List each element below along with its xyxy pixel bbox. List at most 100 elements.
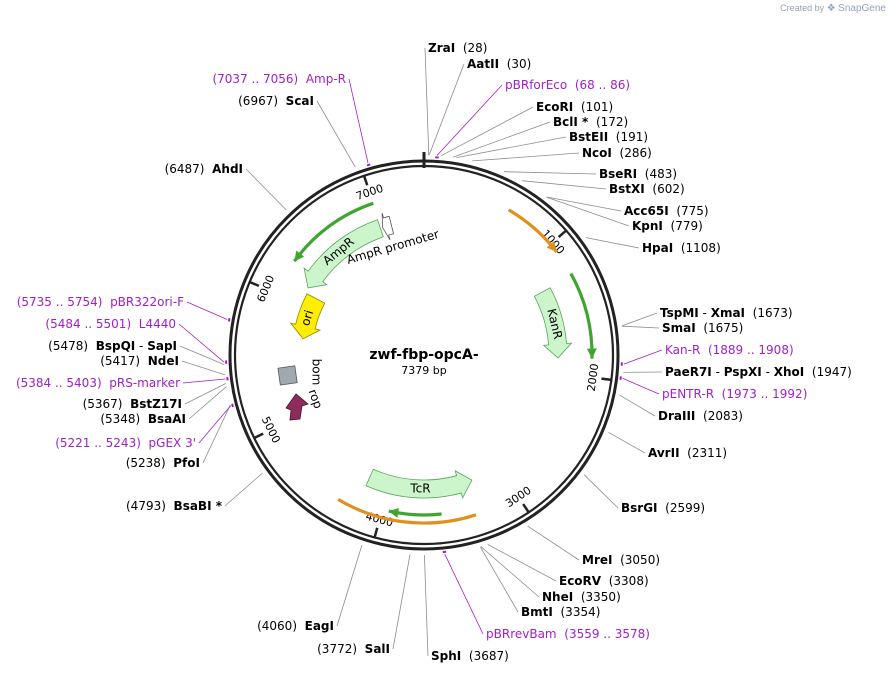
site-name: PfoI: [173, 456, 200, 470]
site-leader-line: [224, 472, 263, 507]
site-name: SphI: [431, 649, 461, 663]
site-labels: ZraI (28)AatII (30)pBRforEco (68 .. 86)E…: [16, 41, 852, 663]
site-leader-line: [619, 394, 656, 417]
enzyme-site-bsabi: (4793) BsaBI *: [126, 472, 263, 513]
site-label: (5348) BsaAI: [100, 412, 186, 426]
site-label: Kan-R (1889 .. 1908): [665, 343, 794, 357]
site-label: (5384 .. 5403) pRS-marker: [16, 376, 180, 390]
site-leader-line: [623, 349, 663, 365]
site-label: BmtI (3354): [521, 605, 600, 619]
site-label: (5417) NdeI: [100, 354, 179, 368]
site-leader-line: [456, 136, 567, 158]
enzyme-site-bsaai: (5348) BsaAI: [100, 386, 227, 426]
primer-site-kan-r: Kan-R (1889 .. 1908): [620, 343, 794, 366]
site-label: SmaI (1675): [662, 321, 743, 335]
tick-label: 7000: [354, 182, 385, 203]
tick-mark: [362, 174, 369, 186]
site-name: BseRI: [599, 167, 637, 181]
site-label: EcoRV (3308): [559, 574, 649, 588]
feature-bom-label: bom: [310, 359, 324, 386]
site-position: (3559 .. 3578): [564, 627, 650, 641]
site-leader-line: [487, 544, 557, 582]
primer-site-pbrrevbam: pBRrevBam (3559 .. 3578): [442, 550, 650, 641]
enzyme-site-bsrgi: BsrGI (2599): [583, 474, 705, 515]
site-label: (6967) ScaI: [238, 94, 314, 108]
enzyme-site-pfoi: (5238) PfoI: [126, 404, 231, 470]
site-label: TspMI - XmaI (1673): [660, 306, 793, 320]
site-separator: -: [712, 365, 724, 379]
enzyme-site-hpai: HpaI (1108): [585, 237, 721, 255]
primer-binding-mark: [366, 163, 371, 167]
site-name: NdeI: [148, 354, 179, 368]
primer-bind-arc-line: [337, 498, 477, 525]
tick-mark: [252, 432, 264, 440]
site-position: (3687): [469, 649, 509, 663]
site-name: EagI: [305, 619, 334, 633]
site-label: MreI (3050): [582, 553, 660, 567]
site-name: BsaBI *: [174, 499, 223, 513]
feature-tcr-arrow: [365, 468, 473, 499]
feature-kanr: KanR: [533, 287, 573, 359]
site-name: EcoRI: [536, 100, 573, 114]
site-leader-line: [480, 546, 519, 613]
snapgene-logo-icon: ❖: [826, 3, 836, 14]
feature-tcr-label: TcR: [409, 481, 430, 495]
site-position: (1889 .. 1908): [708, 343, 794, 357]
enzyme-site-bseri: BseRI (483): [503, 167, 677, 181]
cds-arc: [388, 507, 442, 518]
site-name: MreI: [582, 553, 612, 567]
site-position: (28): [463, 41, 488, 55]
site-position: (172): [596, 115, 628, 129]
enzyme-site-acc65i: Acc65I (775): [546, 196, 709, 218]
site-leader-line: [583, 474, 619, 509]
site-label: (5478) BspQI - SapI: [48, 339, 177, 353]
tick-mark: [601, 377, 613, 382]
site-name: NheI: [542, 590, 573, 604]
site-position: (5221 .. 5243): [55, 436, 141, 450]
site-position: (30): [507, 57, 532, 71]
site-leader-line: [184, 383, 227, 405]
tick-label: 1000: [539, 227, 567, 257]
enzyme-site-bmti: BmtI (3354): [480, 546, 600, 619]
site-leader-line: [179, 345, 225, 365]
enzyme-site-paer7i: PaeR7I - PspXI - XhoI (1947): [623, 365, 852, 379]
enzyme-site-ndei: (5417) NdeI: [100, 354, 226, 376]
site-position: (1108): [681, 241, 721, 255]
enzyme-site-scai: (6967) ScaI: [238, 94, 356, 168]
primer-binding-mark: [227, 317, 231, 322]
feature-ori: ori: [289, 293, 326, 340]
site-position: (3350): [581, 590, 621, 604]
feature-ampr-promoter-arrow: [381, 212, 395, 241]
site-leader-line: [424, 47, 430, 156]
site-separator: -: [762, 365, 774, 379]
primer-site-pbr322ori-f: (5735 .. 5754) pBR322ori-F: [17, 295, 231, 322]
enzyme-site-bsteii: BstEII (191): [456, 130, 648, 158]
feature-rop: rop: [285, 387, 326, 421]
plasmid-length: 7379 bp: [401, 364, 446, 377]
site-separator: -: [135, 339, 147, 353]
tick-label: 5000: [259, 414, 283, 445]
site-name: HpaI: [642, 241, 673, 255]
site-position: (779): [671, 219, 703, 233]
site-label: (4060) EagI: [257, 619, 334, 633]
enzyme-site-mrei: MreI (3050): [527, 525, 660, 567]
site-position: (2599): [665, 501, 705, 515]
feature-rop-label: rop: [306, 387, 326, 410]
site-leader-line: [202, 404, 231, 464]
cds-arc-line: [569, 272, 594, 359]
site-name: pBRrevBam: [486, 627, 557, 641]
site-leader-line: [198, 405, 231, 444]
site-leader-line: [472, 152, 580, 162]
enzyme-site-ecori: EcoRI (101): [441, 100, 613, 157]
enzyme-site-bspqi: (5478) BspQI - SapI: [48, 339, 225, 365]
primer-binding-mark: [231, 403, 234, 408]
site-leader-line: [480, 546, 540, 598]
primer-bind-arc: [337, 498, 477, 525]
site-position: (5367): [83, 397, 123, 411]
site-name: TspMI: [660, 306, 699, 320]
site-name-2: SapI: [147, 339, 177, 353]
site-leader-line: [178, 323, 225, 363]
site-leader-line: [316, 100, 356, 168]
site-position: (5478): [48, 339, 88, 353]
